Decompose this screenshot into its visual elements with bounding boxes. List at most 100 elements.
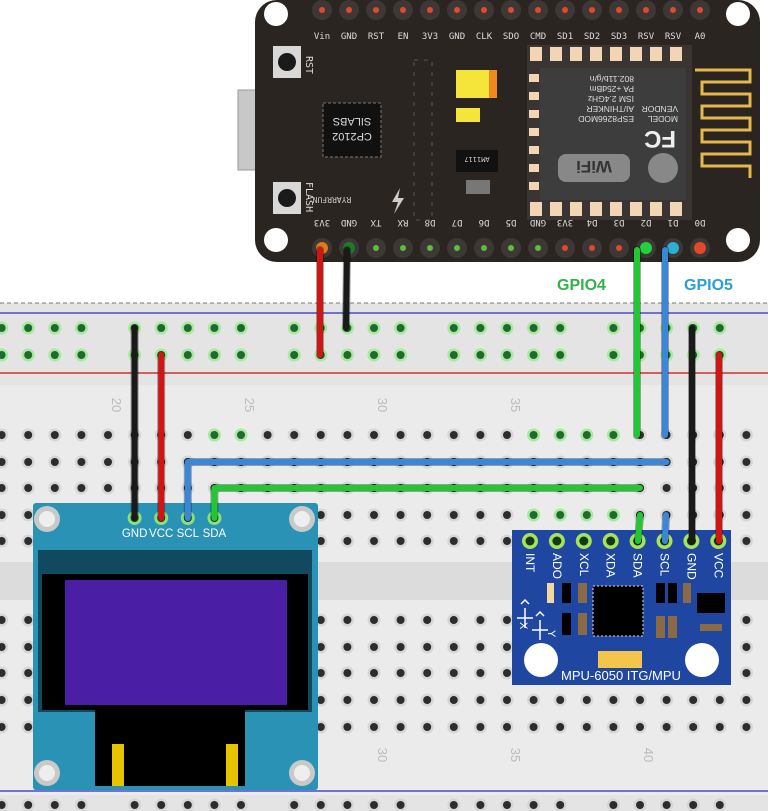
axis-x-label: X [517, 622, 529, 630]
breadboard-hole [503, 696, 511, 704]
am1117-regulator [456, 150, 498, 172]
breadboard-hole [529, 801, 538, 809]
breadboard-hole [290, 324, 299, 332]
esp-pin [508, 245, 514, 251]
smd-resistor [547, 583, 554, 603]
breadboard-hole [476, 351, 485, 359]
esp-pin-label: GND [449, 32, 465, 42]
esp-pin [562, 7, 568, 13]
breadboard-hole [449, 511, 458, 519]
breadboard-hole [343, 351, 352, 359]
breadboard-hole [662, 484, 671, 492]
breadboard-hole [290, 431, 299, 439]
module-labels: MODEL VENDOR ESP8266MOD AI/THINKER ISM 2… [558, 74, 678, 183]
breadboard-hole [343, 431, 352, 439]
voltage-regulator [697, 593, 725, 613]
esp-pin-label: GND [341, 217, 357, 227]
breadboard-hole [503, 537, 511, 545]
esp-pin [643, 7, 649, 13]
breadboard-hole [24, 484, 33, 492]
mount-hole [264, 2, 288, 26]
breadboard-hole [0, 669, 6, 677]
esp-pin-label: A0 [695, 32, 706, 42]
diode [456, 108, 480, 122]
breadboard-hole [370, 643, 378, 651]
breadboard-hole [662, 801, 671, 809]
breadboard-hole [689, 696, 698, 704]
esp-pin-label: RSV [638, 32, 655, 42]
smd-capacitor [668, 583, 677, 603]
breadboard-hole [316, 511, 325, 519]
breadboard-hole [449, 351, 458, 359]
breadboard-hole [237, 431, 245, 439]
breadboard-hole [476, 431, 485, 439]
mpu-pin-label: SDA [631, 553, 645, 578]
axis-y-label: Y [545, 630, 557, 638]
breadboard-hole [636, 723, 644, 731]
mpu-pin-label: INT [523, 553, 537, 573]
breadboard-hole [609, 431, 618, 439]
module-pad [529, 128, 539, 136]
breadboard-hole [104, 484, 112, 492]
breadboard-hole [476, 801, 485, 809]
breadboard-hole [715, 801, 724, 809]
column-number: 30 [375, 398, 390, 412]
breadboard-hole [715, 696, 724, 704]
oled-ribbon-contact [112, 744, 124, 786]
breadboard-hole [343, 643, 352, 651]
module-standard: 802.11b/g/n [589, 74, 634, 84]
smd-capacitor [562, 613, 571, 635]
breadboard-hole [237, 351, 245, 359]
breadboard-hole [237, 324, 245, 332]
esp-pin [454, 7, 460, 13]
mpu-pin [525, 536, 535, 546]
breadboard-hole [396, 643, 405, 651]
module-pad [550, 202, 562, 216]
breadboard-hole [423, 696, 432, 704]
gpio4-label: GPIO4 [557, 277, 606, 294]
axis-x-icon [517, 598, 533, 628]
breadboard-hole [343, 723, 352, 731]
esp-pin-label: TX [370, 217, 381, 227]
column-number: 30 [375, 748, 390, 762]
breadboard-hole [556, 511, 565, 519]
breadboard-hole [742, 458, 751, 466]
oled-mount-hole-inner [39, 511, 55, 527]
esp-pin-label: CLK [476, 32, 493, 42]
breadboard-hole [24, 669, 33, 677]
esp-pin [319, 7, 325, 13]
breadboard-hole [636, 696, 644, 704]
esp-pin-label: D2 [641, 217, 652, 227]
wire-oled-scl [184, 459, 670, 521]
breadboard-hole [529, 511, 538, 519]
esp-pin [508, 7, 514, 13]
esp-pin [373, 245, 379, 251]
breadboard-hole [556, 324, 565, 332]
mpu-pin-label: XDA [604, 553, 618, 578]
breadboard-hole [689, 723, 698, 731]
axis-y-icon [532, 610, 548, 640]
module-pad [529, 164, 539, 172]
breadboard-hole [24, 351, 33, 359]
column-number: 40 [641, 748, 656, 762]
oled-mount-hole-inner [294, 765, 310, 781]
breadboard-hole [476, 723, 485, 731]
breadboard-hole [183, 801, 192, 809]
breadboard-hole [476, 616, 485, 624]
pcb-antenna [695, 68, 752, 178]
esp-pin-label: D8 [425, 217, 436, 227]
smd-resistor [656, 616, 665, 638]
wire-mpu-sda [635, 512, 643, 544]
esp-pin-label: SD2 [584, 32, 600, 42]
esp-pin [562, 245, 568, 251]
breadboard-hole [0, 511, 6, 519]
module-power: PA +25dBm [590, 84, 635, 94]
smd-capacitor [656, 583, 665, 603]
module-pad [650, 202, 662, 216]
mpu-pin-label: ADO [550, 553, 564, 579]
module-pad [530, 202, 542, 216]
esp-pin-label: GND [530, 217, 546, 227]
breadboard-hole [396, 511, 405, 519]
